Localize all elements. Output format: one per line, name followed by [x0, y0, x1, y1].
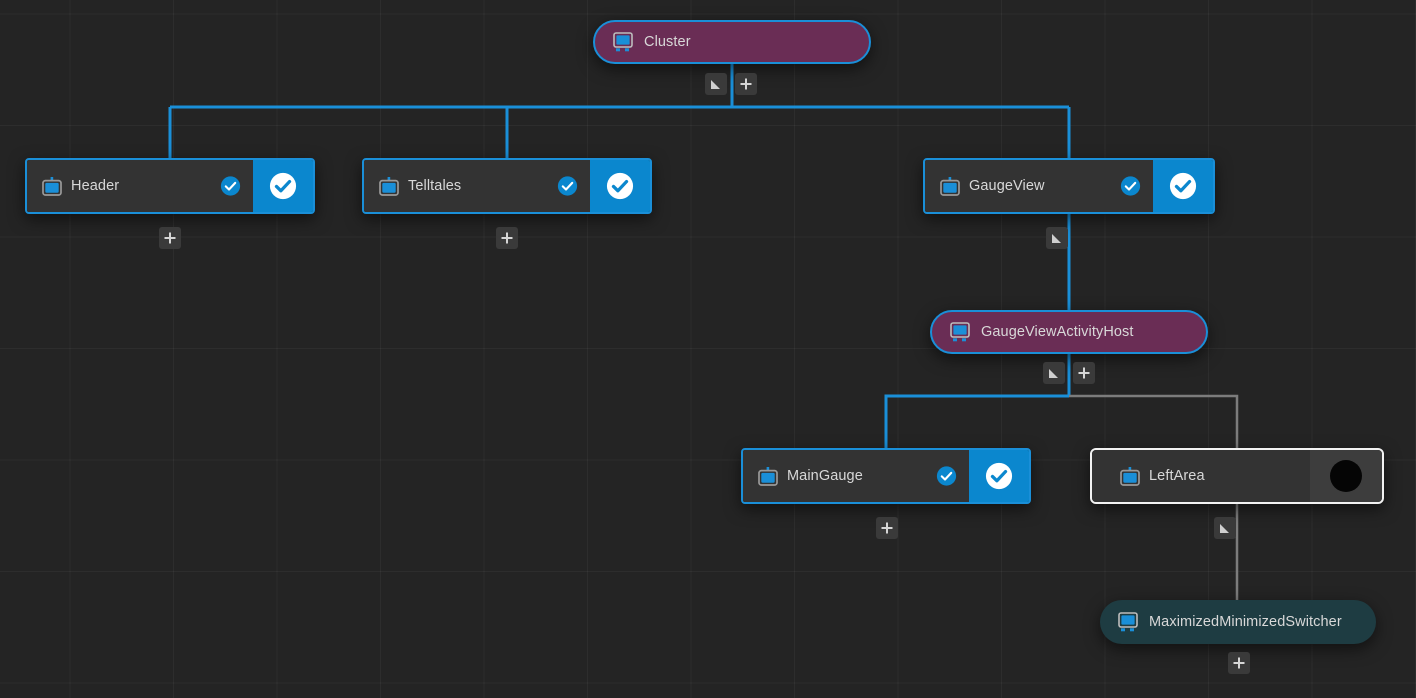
node-body[interactable]: Header	[27, 160, 253, 212]
status-panel[interactable]	[1153, 160, 1213, 212]
add-child-button-maingauge[interactable]	[876, 517, 898, 539]
node-label: LeftArea	[1149, 468, 1205, 484]
add-child-button-header[interactable]	[159, 227, 181, 249]
node-body[interactable]: Telltales	[364, 160, 590, 212]
monitor-icon	[1120, 466, 1140, 486]
node-cluster[interactable]: Cluster	[593, 20, 871, 64]
node-label: GaugeView	[969, 178, 1045, 194]
collapse-button-gaugeviewactivityhost[interactable]	[1043, 362, 1065, 384]
check-badge-small	[557, 176, 578, 197]
monitor-desktop-icon	[613, 32, 635, 52]
status-panel[interactable]	[1310, 450, 1382, 502]
collapse-button-gaugeview[interactable]	[1046, 227, 1068, 249]
node-body[interactable]: MainGauge	[743, 450, 969, 502]
node-maingauge[interactable]: MainGauge	[741, 448, 1031, 504]
add-child-button-cluster[interactable]	[735, 73, 757, 95]
collapse-button-cluster[interactable]	[705, 73, 727, 95]
node-label: Telltales	[408, 178, 462, 194]
check-badge-large	[985, 462, 1013, 490]
check-badge-large	[1169, 172, 1197, 200]
monitor-icon	[940, 176, 960, 196]
node-label: MainGauge	[787, 468, 863, 484]
check-badge-small	[936, 466, 957, 487]
monitor-icon	[42, 176, 62, 196]
node-header[interactable]: Header	[25, 158, 315, 214]
check-badge-large	[269, 172, 297, 200]
node-body[interactable]: LeftArea	[1092, 450, 1310, 502]
status-panel[interactable]	[590, 160, 650, 212]
status-panel[interactable]	[969, 450, 1029, 502]
add-child-button-gaugeviewactivityhost[interactable]	[1073, 362, 1095, 384]
node-body[interactable]: GaugeView	[925, 160, 1153, 212]
node-leftarea[interactable]: LeftArea	[1090, 448, 1384, 504]
node-telltales[interactable]: Telltales	[362, 158, 652, 214]
monitor-desktop-icon	[1118, 612, 1140, 632]
monitor-desktop-icon	[950, 322, 972, 342]
check-badge-small	[1120, 176, 1141, 197]
monitor-icon	[758, 466, 778, 486]
collapse-button-leftarea[interactable]	[1214, 517, 1236, 539]
node-gaugeview[interactable]: GaugeView	[923, 158, 1215, 214]
node-label: GaugeViewActivityHost	[981, 324, 1134, 340]
check-badge-large	[606, 172, 634, 200]
status-dot-icon	[1330, 460, 1362, 492]
add-child-button-telltales[interactable]	[496, 227, 518, 249]
node-gaugeviewactivityhost[interactable]: GaugeViewActivityHost	[930, 310, 1208, 354]
node-label: Header	[71, 178, 120, 194]
add-child-button-maximizedminimizedswitcher[interactable]	[1228, 652, 1250, 674]
node-label: MaximizedMinimizedSwitcher	[1149, 614, 1342, 630]
node-maximizedminimizedswitcher[interactable]: MaximizedMinimizedSwitcher	[1100, 600, 1376, 644]
check-badge-small	[220, 176, 241, 197]
node-label: Cluster	[644, 34, 691, 50]
status-panel[interactable]	[253, 160, 313, 212]
monitor-icon	[379, 176, 399, 196]
